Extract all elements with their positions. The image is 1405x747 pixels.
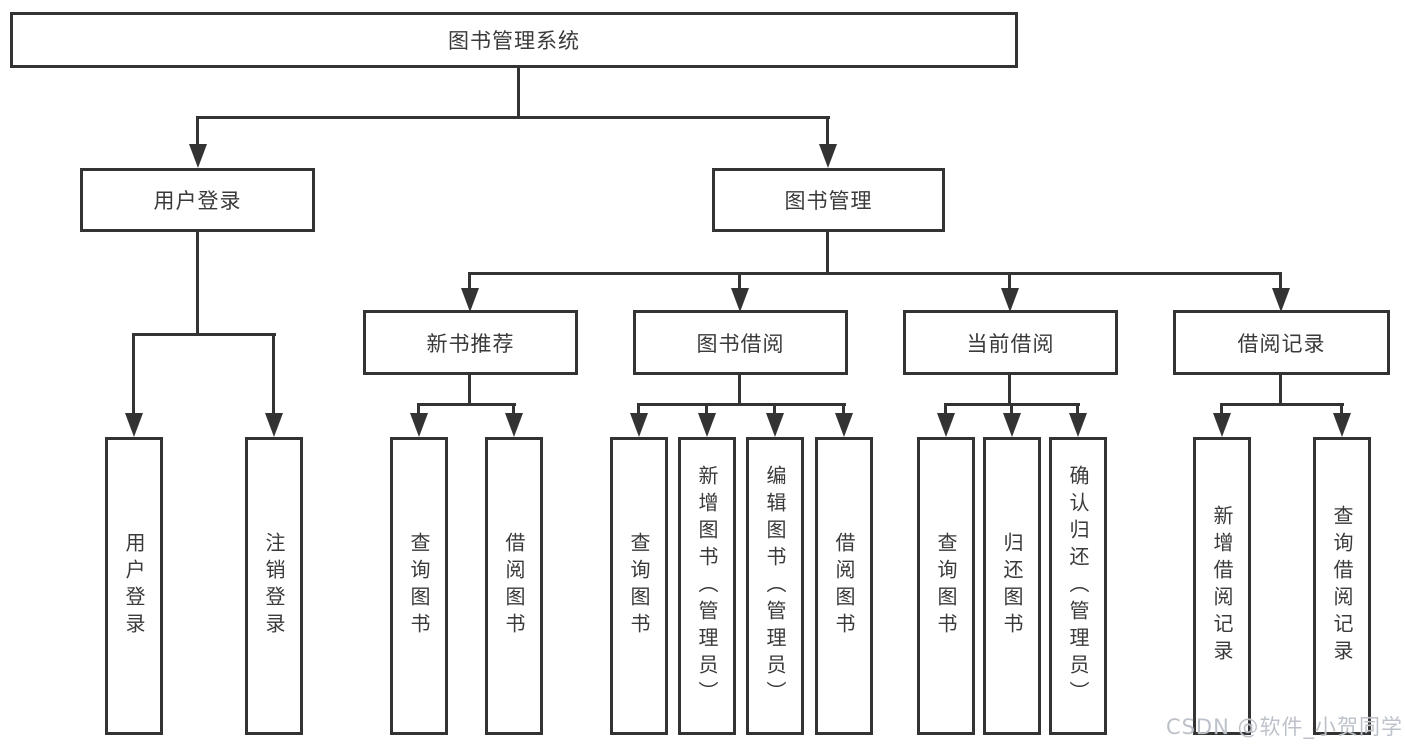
node-new-book-recommend: 新书推荐	[363, 310, 578, 375]
node-label: 用户登录	[153, 189, 242, 213]
node-add-borrow-record: 新增借阅记录	[1193, 437, 1251, 735]
node-user-login: 用户登录	[80, 168, 315, 232]
node-label: 查询借阅记录	[1330, 505, 1354, 667]
connector-arrow-query-books-1	[410, 405, 428, 437]
node-query-books-1: 查询图书	[390, 437, 448, 735]
connector-arrow-query-borrow-record	[1333, 405, 1351, 437]
node-label: 编辑图书（管理员）	[763, 464, 787, 708]
node-label: 借阅图书	[832, 532, 856, 640]
connector-stem-book-borrowing	[738, 375, 741, 406]
connector-stem-current-borrowing	[1008, 375, 1011, 406]
connector-arrow-logout	[265, 335, 283, 437]
connector-stem-new-book-recommend	[468, 375, 471, 406]
node-return-book: 归还图书	[983, 437, 1041, 735]
node-label: 借阅记录	[1237, 331, 1326, 356]
node-label: 新书推荐	[426, 331, 515, 356]
node-user-login-leaf: 用户登录	[105, 437, 163, 735]
connector-user-login-rail	[132, 333, 276, 336]
node-label: 确认归还（管理员）	[1066, 464, 1090, 708]
node-label: 新增图书（管理员）	[695, 464, 719, 708]
node-label: 借阅图书	[502, 532, 526, 640]
connector-book-mgmt-stem	[826, 232, 829, 275]
node-label: 查询图书	[934, 532, 958, 640]
connector-arrow-confirm-return-admin	[1069, 405, 1087, 437]
node-label: 查询图书	[407, 532, 431, 640]
connector-root-stem	[517, 68, 520, 118]
node-label: 新增借阅记录	[1210, 505, 1234, 667]
node-borrow-books-2: 借阅图书	[815, 437, 873, 735]
connector-arrow-return-book	[1003, 405, 1021, 437]
connector-arrow-user-login	[189, 118, 207, 168]
node-label: 归还图书	[1000, 532, 1024, 640]
connector-arrow-user-login-leaf	[125, 335, 143, 437]
node-library-management-system: 图书管理系统	[10, 12, 1018, 68]
connector-arrow-borrow-books-1	[505, 405, 523, 437]
connector-rail-current-borrowing	[944, 403, 1080, 406]
connector-user-login-stem	[196, 232, 199, 336]
node-confirm-return-admin: 确认归还（管理员）	[1049, 437, 1107, 735]
connector-stem-borrow-records	[1279, 375, 1282, 406]
node-label: 图书管理	[784, 189, 873, 213]
connector-arrow-current-borrowing	[1001, 274, 1019, 312]
node-label: 当前借阅	[966, 331, 1055, 356]
connector-rail-book-borrowing	[637, 403, 846, 406]
node-current-borrowing: 当前借阅	[903, 310, 1118, 375]
node-query-books-2: 查询图书	[610, 437, 668, 735]
connector-rail-new-book-recommend	[417, 403, 516, 406]
node-borrow-records: 借阅记录	[1173, 310, 1390, 375]
connector-arrow-borrow-books-2	[835, 405, 853, 437]
node-query-borrow-record: 查询借阅记录	[1313, 437, 1371, 735]
connector-arrow-query-books-3	[937, 405, 955, 437]
connector-arrow-add-borrow-record	[1213, 405, 1231, 437]
connector-arrow-book-borrowing	[731, 274, 749, 312]
node-book-borrowing: 图书借阅	[633, 310, 848, 375]
node-label: 用户登录	[122, 532, 146, 640]
node-add-book-admin: 新增图书（管理员）	[678, 437, 736, 735]
connector-arrow-new-book-recommend	[461, 274, 479, 312]
connector-rail-borrow-records	[1220, 403, 1344, 406]
connector-arrow-borrow-records	[1272, 274, 1290, 312]
node-borrow-books-1: 借阅图书	[485, 437, 543, 735]
node-logout: 注销登录	[245, 437, 303, 735]
connector-arrow-edit-book-admin	[766, 405, 784, 437]
csdn-watermark: CSDN @软件_小贺同学	[1165, 715, 1403, 739]
node-query-books-3: 查询图书	[917, 437, 975, 735]
connector-level2-rail	[196, 116, 830, 119]
node-book-management: 图书管理	[712, 168, 945, 232]
connector-arrow-query-books-2	[630, 405, 648, 437]
connector-level3-rail	[468, 272, 1282, 275]
node-label: 注销登录	[262, 532, 286, 640]
node-label: 图书管理系统	[448, 29, 580, 53]
node-label: 图书借阅	[696, 331, 785, 356]
node-label: 查询图书	[627, 532, 651, 640]
connector-arrow-book-management	[819, 118, 837, 168]
node-edit-book-admin: 编辑图书（管理员）	[746, 437, 804, 735]
connector-arrow-add-book-admin	[698, 405, 716, 437]
